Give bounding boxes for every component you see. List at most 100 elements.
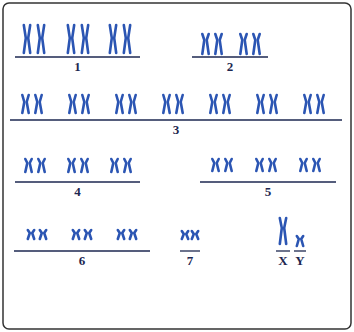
chromatid xyxy=(230,159,232,171)
chromosome xyxy=(38,159,44,172)
chromatid xyxy=(240,34,242,54)
chromosome xyxy=(68,159,74,172)
chromatid xyxy=(207,34,209,54)
chromatid xyxy=(27,95,29,113)
chromosome xyxy=(24,25,30,53)
chromatid xyxy=(28,230,30,239)
chromatid xyxy=(245,34,247,54)
chromatid xyxy=(89,230,91,239)
group-underline xyxy=(294,250,306,251)
chromosome xyxy=(202,34,208,54)
chromatid xyxy=(225,159,227,171)
chromatid xyxy=(196,231,198,239)
group-number: 4 xyxy=(74,185,81,199)
chromosome xyxy=(280,218,286,244)
chromosome xyxy=(163,95,169,113)
chromosome xyxy=(256,159,262,171)
chromatid xyxy=(168,95,170,113)
chromatid xyxy=(181,95,183,113)
chromatid xyxy=(301,236,303,246)
chromatid xyxy=(86,159,88,172)
group-underline xyxy=(15,56,140,57)
chromatid xyxy=(228,95,230,113)
chromatid xyxy=(28,25,30,53)
chromatid xyxy=(40,95,42,113)
chromatid xyxy=(313,159,315,171)
chromatid xyxy=(82,95,84,113)
chromatid xyxy=(86,25,88,53)
chromatid xyxy=(134,230,136,239)
chromosome xyxy=(210,95,216,113)
chromatid xyxy=(116,159,118,172)
group-underline xyxy=(14,250,150,251)
chromatid xyxy=(122,230,124,239)
chromosome xyxy=(35,95,41,113)
chromosome xyxy=(269,159,275,171)
chromatid xyxy=(176,95,178,113)
chromosome xyxy=(253,34,259,54)
group-underline xyxy=(15,181,140,182)
chromatid xyxy=(116,95,118,113)
chromatid xyxy=(309,95,311,113)
chromosome xyxy=(116,95,122,113)
chromosome xyxy=(118,230,124,239)
chromatid xyxy=(129,95,131,113)
chromatid xyxy=(130,230,132,239)
group-underline xyxy=(180,250,200,251)
group-underlines xyxy=(10,57,342,251)
chromatid xyxy=(43,159,45,172)
chromosome xyxy=(111,159,117,172)
chromatid xyxy=(35,95,37,113)
group-underline xyxy=(276,250,290,251)
chromatid xyxy=(111,159,113,172)
chromatid xyxy=(258,34,260,54)
chromatid xyxy=(74,95,76,113)
chromatid xyxy=(68,25,70,53)
chromatid xyxy=(269,159,271,171)
chromosome xyxy=(22,95,28,113)
chromosome xyxy=(182,231,188,239)
group-number: 7 xyxy=(187,254,194,268)
chromosome xyxy=(85,230,91,239)
chromatid xyxy=(82,25,84,53)
chromosome xyxy=(317,95,323,113)
chromosome xyxy=(130,230,136,239)
chromatid xyxy=(85,230,87,239)
chromatid xyxy=(318,159,320,171)
chromatid xyxy=(134,95,136,113)
chromatid xyxy=(182,231,184,239)
chromatid xyxy=(274,159,276,171)
chromatid xyxy=(124,159,126,172)
chromatid xyxy=(118,230,120,239)
chromatid xyxy=(44,230,46,239)
chromosome xyxy=(82,95,88,113)
group-number: X xyxy=(278,254,287,268)
chromosome xyxy=(81,159,87,172)
chromosome xyxy=(313,159,319,171)
group-number: 3 xyxy=(173,123,180,137)
chromosome xyxy=(40,230,46,239)
group-underline xyxy=(192,56,268,57)
chromatid xyxy=(284,218,286,244)
chromatid xyxy=(202,34,204,54)
chromosome xyxy=(297,236,303,246)
chromatid xyxy=(257,95,259,113)
chromatid xyxy=(300,159,302,171)
chromatid xyxy=(270,95,272,113)
chromatid xyxy=(322,95,324,113)
chromatid xyxy=(81,159,83,172)
chromatid xyxy=(68,159,70,172)
chromatid xyxy=(77,230,79,239)
chromatid xyxy=(42,25,44,53)
chromatid xyxy=(217,159,219,171)
chromosome xyxy=(225,159,231,171)
chromatid xyxy=(25,159,27,172)
chromosome xyxy=(110,25,116,53)
chromatid xyxy=(305,159,307,171)
chromosome xyxy=(124,159,130,172)
chromatid xyxy=(280,218,282,244)
chromatid xyxy=(186,231,188,239)
chromatid xyxy=(69,95,71,113)
chromatid xyxy=(210,95,212,113)
